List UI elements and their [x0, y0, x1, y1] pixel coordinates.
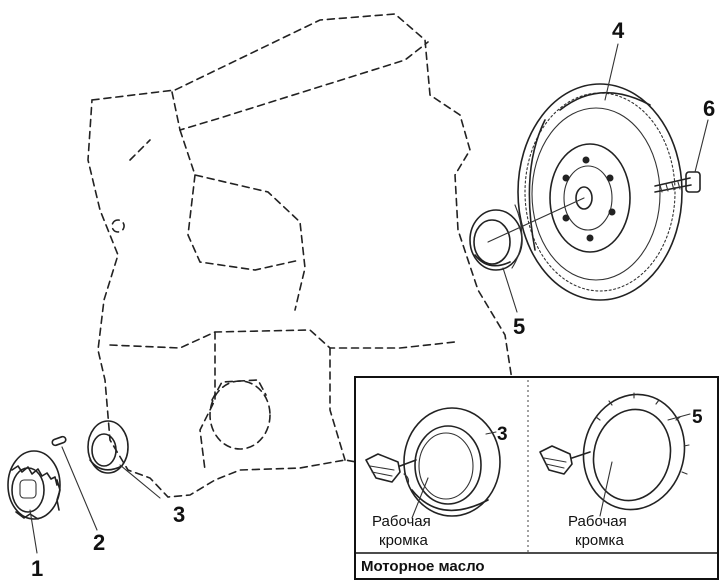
- inset-left-label-line1: Рабочая: [372, 513, 431, 530]
- assembly-axis-line: [487, 197, 585, 243]
- oil-application-inset: 3 Рабочая кромка 5 Рабочая кромка Моторн…: [354, 376, 719, 580]
- oil-can-right-icon: [539, 445, 591, 475]
- inset-right-callout: 5: [692, 407, 703, 428]
- oil-can-left-icon: [365, 453, 417, 485]
- flywheel-bolt: [654, 171, 701, 193]
- inset-caption: Моторное масло: [361, 558, 485, 575]
- inset-left-callout: 3: [497, 424, 508, 445]
- inset-left-leader: [411, 477, 429, 519]
- callout-4: 4: [612, 18, 625, 43]
- leader-lines: [29, 43, 709, 554]
- callout-3: 3: [173, 502, 185, 527]
- inset-left-seal: [403, 407, 501, 517]
- woodruff-key: [51, 435, 67, 447]
- callout-2: 2: [93, 530, 105, 555]
- callout-6: 6: [703, 96, 715, 121]
- inset-right-label-line2: кромка: [575, 532, 624, 549]
- inset-right-seal: [582, 392, 690, 511]
- callout-1: 1: [31, 556, 43, 581]
- inset-right-label-line1: Рабочая: [568, 513, 627, 530]
- callout-5: 5: [513, 314, 525, 339]
- inset-left-label-line2: кромка: [379, 532, 428, 549]
- flywheel: [517, 83, 683, 301]
- crank-sprocket: [7, 450, 61, 520]
- inset-right-leader: [599, 461, 613, 517]
- front-oil-seal: [87, 420, 129, 474]
- rear-oil-seal: [469, 204, 523, 271]
